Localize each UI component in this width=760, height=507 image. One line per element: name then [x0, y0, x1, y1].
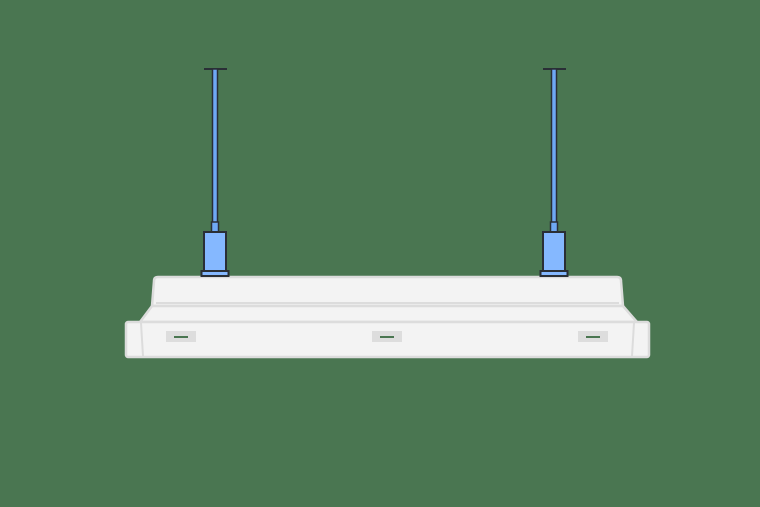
cable-clamp	[203, 231, 227, 273]
fixture-hangers	[200, 68, 569, 277]
slot-center	[372, 331, 402, 342]
cable-clamp	[542, 231, 566, 273]
fixture-bevel	[138, 304, 639, 324]
clamp-base-plate	[200, 270, 230, 277]
slot-mark-icon	[174, 336, 188, 338]
slot-left	[166, 331, 196, 342]
slot-right	[578, 331, 608, 342]
left-hanger	[200, 68, 230, 277]
right-hanger	[539, 68, 569, 277]
suspension-cable	[211, 68, 219, 225]
fixture-slots	[166, 331, 608, 342]
slot-mark-icon	[380, 336, 394, 338]
suspension-cable	[550, 68, 558, 225]
slot-mark-icon	[586, 336, 600, 338]
clamp-base-plate	[539, 270, 569, 277]
fixture-upper-housing	[150, 275, 625, 308]
